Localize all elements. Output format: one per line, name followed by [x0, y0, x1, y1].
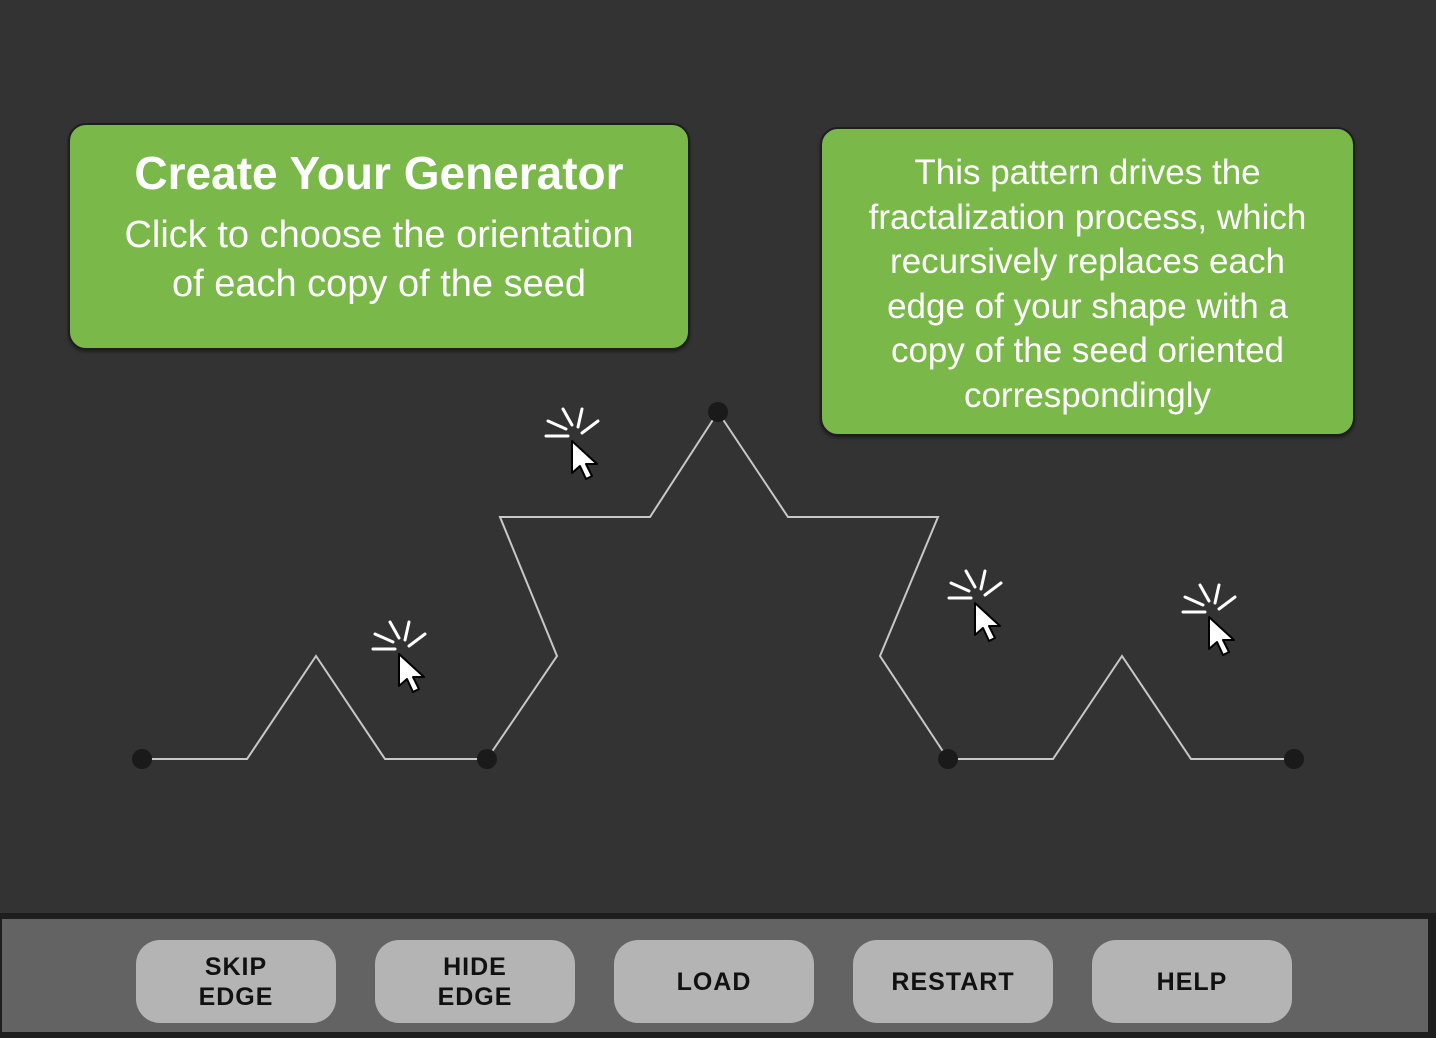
hide-edge-button[interactable]: HIDE EDGE — [375, 940, 575, 1023]
seed-edge-1[interactable] — [142, 654, 487, 760]
fractal-canvas[interactable] — [0, 0, 1436, 913]
card-instruction-line: Click to choose the orientation — [124, 214, 634, 256]
generator-instruction-card: Create Your Generator Click to choose th… — [68, 123, 690, 350]
info-text-line: copy of the seed oriented — [890, 331, 1285, 370]
card-instruction-line: of each copy of the seed — [171, 263, 587, 305]
info-text-line: edge of your shape with a — [887, 286, 1288, 326]
info-text-line: fractalization process, which — [868, 197, 1307, 237]
click-cursor-icon — [947, 569, 1003, 643]
seed-edge-4[interactable] — [948, 654, 1294, 760]
card-instruction-text: Click to choose the orientation of each … — [70, 211, 688, 309]
seed-edge-3[interactable] — [717, 411, 949, 760]
info-text-line: correspondingly — [963, 375, 1212, 415]
vertex-point[interactable] — [132, 749, 152, 769]
vertex-point[interactable] — [708, 402, 728, 422]
click-cursor-icon — [1181, 583, 1237, 657]
click-cursor-icon — [371, 620, 427, 694]
restart-button[interactable]: RESTART — [853, 940, 1053, 1023]
generator-info-card: This pattern drives the fractalization pr… — [820, 127, 1355, 436]
vertex-point[interactable] — [1284, 749, 1304, 769]
info-text: This pattern drives the fractalization pr… — [822, 151, 1353, 418]
info-text-line: recursively replaces each — [890, 242, 1285, 281]
toolbar-panel: SKIP EDGE HIDE EDGE LOAD RESTART HELP — [2, 919, 1428, 1032]
load-button[interactable]: LOAD — [614, 940, 814, 1023]
help-button[interactable]: HELP — [1092, 940, 1292, 1023]
seed-edge-2[interactable] — [486, 411, 719, 760]
bottom-toolbar: SKIP EDGE HIDE EDGE LOAD RESTART HELP — [0, 913, 1436, 1038]
info-text-line: This pattern drives the — [914, 153, 1261, 192]
vertex-point[interactable] — [477, 749, 497, 769]
card-title: Create Your Generator — [134, 147, 624, 199]
skip-edge-button[interactable]: SKIP EDGE — [136, 940, 336, 1023]
vertex-point[interactable] — [938, 749, 958, 769]
click-cursor-icon — [544, 407, 600, 481]
